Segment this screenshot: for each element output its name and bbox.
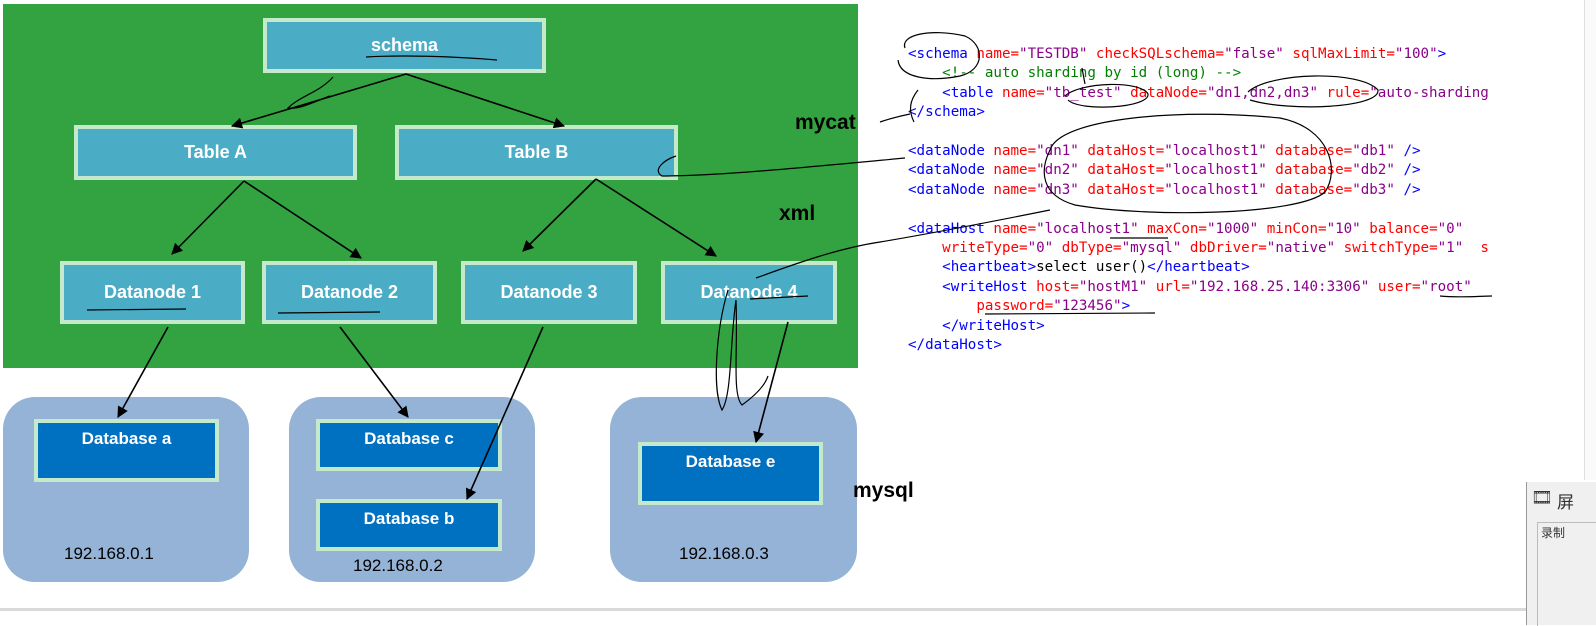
pen-circle-dn-list (1247, 75, 1379, 108)
code-line-4: </schema> (908, 104, 985, 121)
code-writehost-2: password="123456"> (976, 298, 1131, 315)
arrow-dn2-db-c (339, 326, 409, 418)
pen-circle-schema-tag (897, 32, 980, 80)
arrow-schema-table-b (405, 73, 566, 129)
pen-link-dn4-code (755, 209, 1051, 279)
datanode-1: Datanode 1 (60, 261, 245, 324)
host-1-ip: 192.168.0.1 (64, 544, 154, 563)
code-datahost-1: <dataHost name="localhost1" maxCon="1000… (908, 220, 1464, 237)
schema-node: schema (263, 18, 546, 73)
vertical-scrollbar[interactable] (1584, 0, 1596, 480)
code-datanode-2: <dataNode name="dn2" dataHost="localhost… (908, 162, 1421, 179)
pen-underline-password (984, 312, 1156, 315)
pen-loop-dn4 (715, 289, 769, 412)
datanode-4: Datanode 4 (661, 261, 837, 324)
code-writehost-1: <writeHost host="hostM1" url="192.168.25… (908, 278, 1472, 295)
pen-annotations (86, 32, 1493, 412)
pen-schema-bracket (909, 89, 919, 123)
arrow-table-a-dn2 (243, 180, 362, 259)
pen-circle-tb-test (1064, 83, 1149, 108)
table-b-node: Table B (395, 125, 678, 180)
pen-underline-dn2 (277, 311, 381, 314)
window-bottom-border (0, 608, 1526, 611)
database-b: Database b (316, 499, 502, 551)
pen-circle-datanodes (1043, 113, 1332, 214)
database-c: Database c (316, 419, 502, 471)
code-line-1: <schema name="TESTDB" checkSQLschema="fa… (908, 46, 1447, 62)
datanode-3: Datanode 3 (461, 261, 637, 324)
pen-underline-schema (365, 55, 498, 61)
pen-underline-dn4 (749, 295, 809, 300)
code-datanode-1: <dataNode name="dn1" dataHost="localhost… (908, 143, 1421, 160)
code-line-3: <table name="tb_test" dataNode="dn1,dn2,… (908, 84, 1489, 101)
pen-scribble-schema-arrow (286, 76, 334, 109)
pen-link-table-b-code (657, 155, 906, 177)
host-2-ip: 192.168.0.2 (353, 556, 443, 575)
datanode-2: Datanode 2 (262, 261, 437, 324)
arrow-dn3-db-b (465, 326, 544, 501)
code-writehost-close: </writeHost> (908, 317, 1045, 334)
code-datahost-2: writeType="0" dbType="mysql" dbDriver="n… (942, 240, 1489, 257)
mycat-label: mycat (795, 111, 856, 134)
host-3-ip: 192.168.0.3 (679, 544, 769, 563)
code-line-2: <!-- auto sharding by id (long) --> (908, 65, 1242, 82)
side-window-group (1537, 522, 1596, 626)
side-window-label: 录制 (1541, 526, 1566, 540)
arrow-dn4-db-e (753, 321, 789, 444)
side-window-title: 屏 (1557, 493, 1574, 512)
database-a: Database a (34, 419, 219, 482)
arrow-dn1-db-a (117, 326, 169, 418)
arrow-table-b-dn4 (595, 178, 717, 257)
pen-mycat-stroke (879, 113, 911, 123)
arrow-table-b-dn3 (522, 178, 597, 252)
code-datahost-close: </dataHost> (908, 337, 1002, 354)
mysql-label: mysql (853, 479, 914, 502)
code-datanode-3: <dataNode name="dn3" dataHost="localhost… (908, 181, 1421, 198)
code-heartbeat: <heartbeat>select user()</heartbeat> (908, 259, 1250, 276)
schema-xml-code: <schema name="TESTDB" checkSQLschema="fa… (908, 45, 1568, 356)
pen-testdb-caret (1081, 67, 1086, 85)
table-a-node: Table A (74, 125, 357, 180)
database-e: Database e (638, 442, 823, 505)
pen-underline-user (1439, 295, 1493, 298)
recording-side-window[interactable]: 🎞 屏 录制 (1526, 482, 1596, 626)
film-icon: 🎞 (1531, 488, 1553, 507)
pen-underline-dn1 (86, 308, 187, 311)
arrow-table-a-dn1 (171, 180, 245, 255)
xml-label: xml (779, 202, 816, 225)
